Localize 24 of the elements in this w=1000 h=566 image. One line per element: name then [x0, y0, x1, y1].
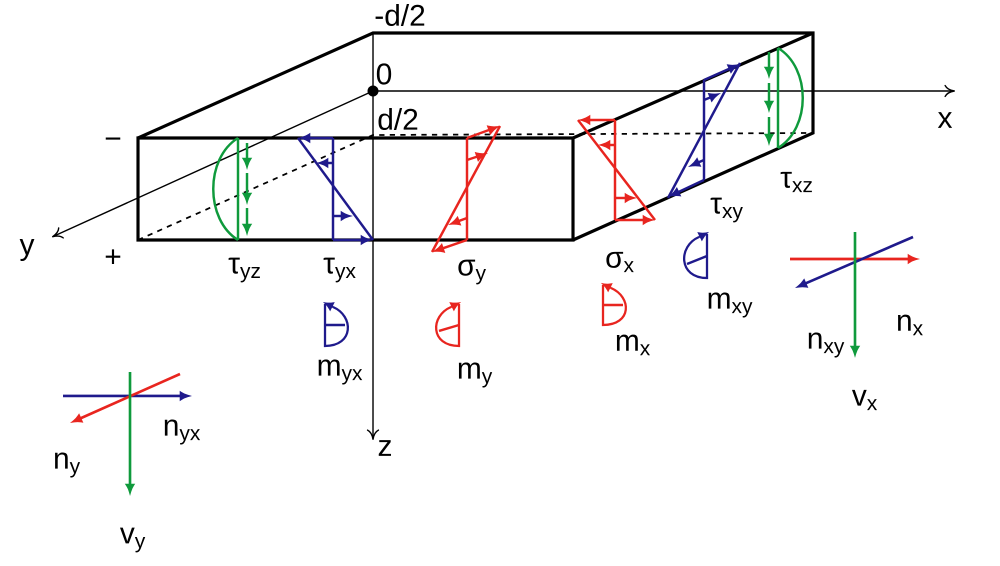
axis-label: x	[938, 112, 952, 128]
dimension-label: d/2	[378, 108, 418, 130]
force-label: n$_{yx}$	[164, 420, 200, 444]
moment-label: m$_{yx}$	[318, 360, 362, 384]
force-label: n$_{y}$	[55, 452, 80, 478]
stress-label: τ$_{yx}$	[324, 258, 356, 282]
stress-label: τ$_{xy}$	[710, 198, 743, 222]
moment-label: m$_{y}$	[458, 362, 492, 388]
stress-label: σ$_{x}$	[606, 252, 634, 272]
stress-label: τ$_{yz}$	[228, 258, 260, 282]
moment-label: m$_{xy}$	[708, 292, 752, 318]
axis-label: z	[378, 440, 391, 456]
stress-label: τ$_{xz}$	[780, 172, 812, 192]
force-label: n$_{xy}$	[808, 332, 844, 358]
sign-label: +	[106, 249, 120, 264]
moment-label: m$_{x}$	[616, 334, 650, 356]
force-label: v$_{y}$	[120, 528, 146, 552]
force-label: v$_{x}$	[852, 390, 878, 410]
origin-label: 0	[376, 63, 392, 85]
stress-label: σ$_{y}$	[458, 260, 486, 284]
dimension-label: -d/2	[376, 4, 424, 26]
sign-label: −	[106, 138, 120, 140]
force-label: n$_{x}$	[898, 314, 923, 336]
axis-label: y	[20, 239, 34, 261]
